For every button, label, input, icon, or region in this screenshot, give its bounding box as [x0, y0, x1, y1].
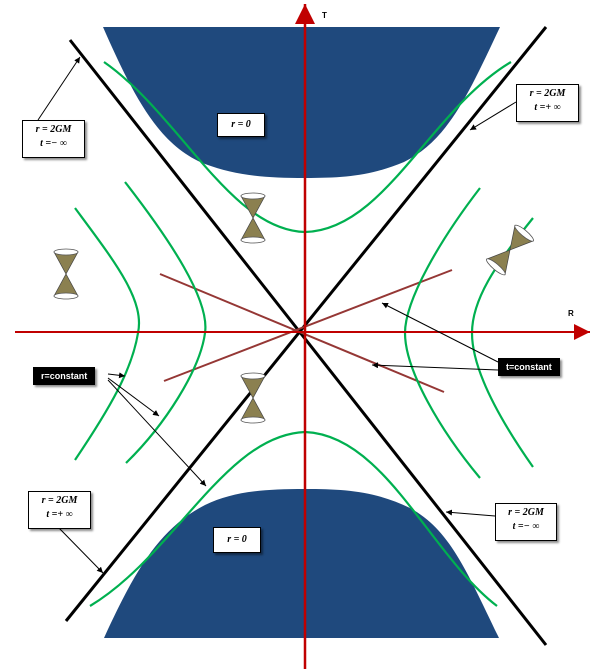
horizon-r-text: r = 2GM [529, 88, 566, 99]
callout-arrow [381, 302, 499, 363]
callout-arrow [57, 526, 104, 574]
callout-arrows [37, 56, 517, 574]
horizon-label-top-left: r = 2GM t =− ∞ [22, 120, 85, 158]
r-constant-curve [124, 181, 207, 464]
horizon-t-text: t =+ ∞ [534, 102, 561, 113]
callout-arrow [107, 372, 126, 379]
singularity-top-region [103, 27, 500, 178]
horizon-line-falling [68, 39, 548, 646]
singularity-bottom-label: r = 0 [213, 527, 261, 553]
t-constant-callout: t=constant [498, 358, 560, 376]
horizon-t-text: t =− ∞ [512, 521, 540, 532]
singularity-top-text: r = 0 [231, 119, 251, 130]
callout-arrow [469, 101, 517, 131]
horizon-t-text: t =+ ∞ [46, 509, 73, 520]
horizon-label-bottom-right: r = 2GM t =− ∞ [495, 503, 557, 541]
light-cone-tilted [485, 224, 535, 276]
r-constant-curve [74, 207, 141, 461]
horizon-label-top-right: r = 2GM t =+ ∞ [516, 84, 579, 122]
horizon-r-text: r = 2GM [508, 507, 544, 518]
singularity-top-label: r = 0 [217, 113, 265, 137]
callout-arrow [107, 379, 207, 487]
light-cone [53, 248, 79, 300]
singularity-bottom-region [104, 489, 499, 638]
light-cone [240, 192, 266, 244]
callout-arrow [107, 377, 160, 417]
light-cone [240, 372, 266, 424]
callout-arrow [37, 56, 81, 121]
singularity-bottom-text: r = 0 [227, 534, 247, 545]
horizon-t-text: t =− ∞ [40, 138, 67, 149]
horizon-label-bottom-left: r = 2GM t =+ ∞ [28, 491, 91, 529]
callout-arrow [371, 362, 499, 371]
r-constant-callout: r=constant [33, 367, 96, 385]
horizon-r-text: r = 2GM [41, 495, 78, 506]
r-axis-label: R [568, 309, 574, 318]
callout-arrow [445, 509, 496, 517]
t-constant-line [163, 269, 453, 382]
horizon-r-text: r = 2GM [35, 124, 72, 135]
t-axis-label: T [322, 11, 327, 20]
